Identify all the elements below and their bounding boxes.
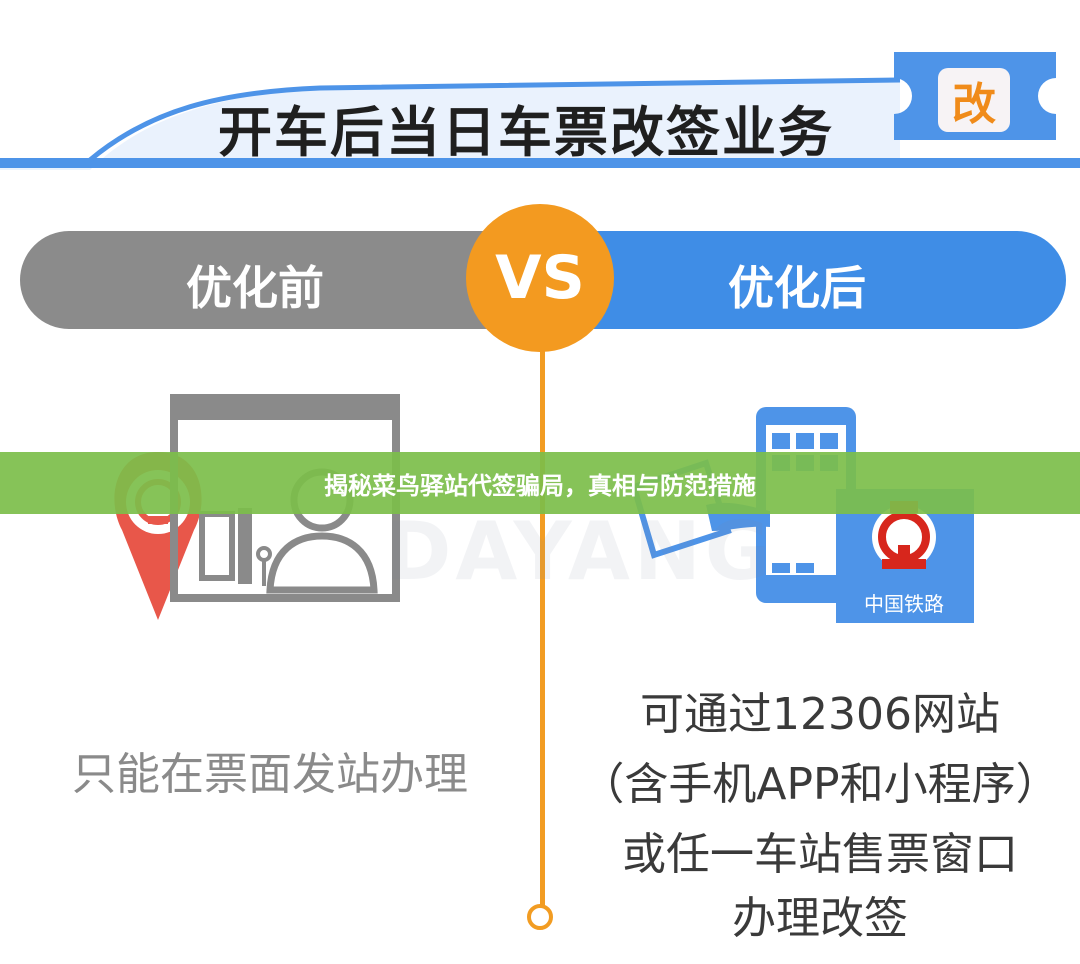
banner-title: 揭秘菜鸟驿站代签骗局，真相与防范措施 xyxy=(324,472,756,500)
change-badge: 改 xyxy=(938,68,1010,132)
after-line-3: 或任一车站售票窗口 xyxy=(622,829,1018,880)
before-label: 优化前 xyxy=(186,261,324,315)
watermark: DAYANG xyxy=(385,505,775,598)
timeline-line xyxy=(540,348,545,908)
timeline-end-dot xyxy=(527,904,553,930)
after-line-1: 可通过12306网站 xyxy=(640,689,1000,740)
after-label: 优化后 xyxy=(728,261,866,315)
before-description: 只能在票面发站办理 xyxy=(72,749,468,800)
china-railway-label: 中国铁路 xyxy=(864,592,944,616)
after-pill xyxy=(540,231,1066,329)
vs-circle: VS xyxy=(466,204,614,352)
overlay-banner xyxy=(0,452,1080,514)
after-line-2: （含手机APP和小程序） xyxy=(580,759,1060,810)
page-title: 开车后当日车票改签业务 xyxy=(218,101,834,164)
after-line-4: 办理改签 xyxy=(732,893,908,944)
